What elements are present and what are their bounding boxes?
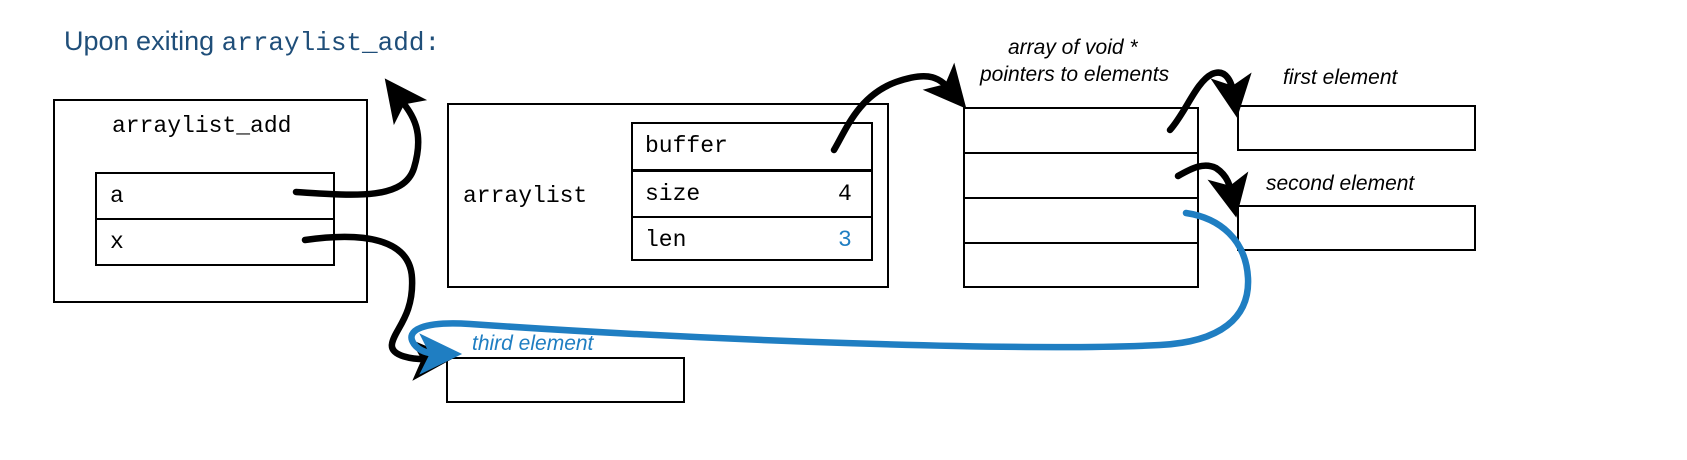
third-element-box [446, 357, 685, 403]
field-size-value: 4 [838, 181, 852, 207]
variable-divider [95, 218, 335, 220]
second-element-box [1237, 205, 1476, 251]
third-element-label: third element [472, 332, 594, 355]
arrow-cell1-to-second-element [1174, 162, 1249, 218]
arrow-x-to-third-element [301, 233, 455, 381]
stack-frame-title: arraylist_add [112, 113, 292, 139]
page-title-code: arraylist_add: [221, 28, 441, 58]
field-buffer-label: buffer [645, 133, 728, 159]
arrow-cell0-to-first-element [1166, 69, 1252, 134]
field-size-label: size [645, 181, 701, 207]
variable-x-label: x [110, 229, 124, 255]
arrow-buffer-to-array [830, 62, 967, 154]
arrow-a-to-arraylist [292, 78, 428, 198]
arraylist-fields-table [631, 122, 873, 261]
array-note-line2: pointers to elements [980, 63, 1170, 86]
arrow-cell2-to-third-element [408, 209, 1252, 375]
array-cell-divider-2 [963, 242, 1199, 244]
field-len-value: 3 [838, 227, 852, 253]
page-title: Upon exiting arraylist_add: [64, 26, 440, 58]
variable-a-label: a [110, 183, 124, 209]
array-note-line1: array of void * [1008, 36, 1138, 59]
array-cell-divider-1 [963, 197, 1199, 199]
page-title-prefix: Upon exiting [64, 26, 222, 56]
first-element-label: first element [1283, 66, 1398, 89]
first-element-box [1237, 105, 1476, 151]
arraylist-struct-label: arraylist [463, 183, 588, 209]
field-len-label: len [645, 227, 687, 253]
field-divider-buffer-size [631, 169, 873, 172]
array-cell-divider-0 [963, 152, 1199, 154]
second-element-label: second element [1266, 172, 1415, 195]
stack-frame-box [53, 99, 368, 303]
field-divider-size-len [631, 216, 873, 218]
